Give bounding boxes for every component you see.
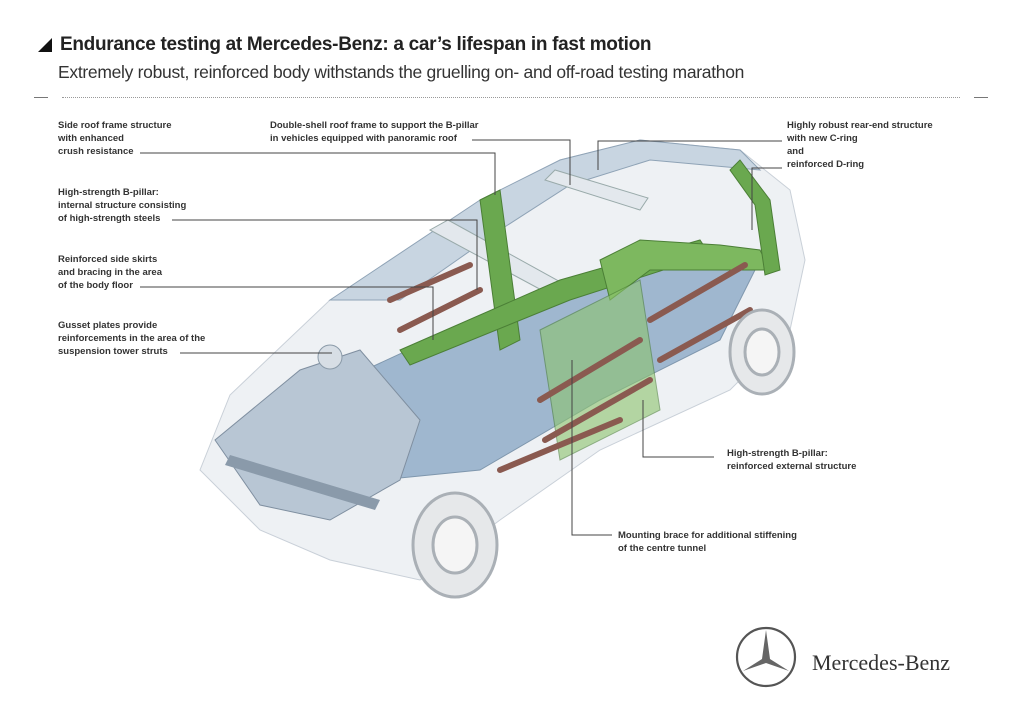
leader-mounting-brace: [571, 360, 612, 536]
c-ring-green: [729, 159, 781, 276]
suspension-tower: [317, 344, 343, 370]
wheels: [411, 308, 796, 599]
page-subtitle: Extremely robust, reinforced body withst…: [58, 62, 745, 82]
leader-lines: [140, 139, 782, 536]
callout-mounting-brace: Mounting brace for additional stiffening…: [618, 530, 797, 554]
side-frame-green: [539, 279, 661, 461]
leader-b-pillar-internal: [172, 219, 478, 290]
title-triangle-icon: [38, 38, 52, 52]
title-text: Endurance testing at Mercedes-Benz: a ca…: [60, 34, 652, 55]
front-crossmember: [225, 455, 380, 510]
leader-rear-c-ring: [597, 140, 782, 170]
leader-side-skirts: [140, 286, 434, 340]
page-title: Endurance testing at Mercedes-Benz: a ca…: [38, 34, 652, 56]
leader-b-pillar-external: [642, 400, 714, 458]
leader-side-roof: [140, 152, 496, 195]
roof-crossbar-rear: [544, 169, 649, 211]
callout-b-pillar-external: High-strength B-pillar:reinforced extern…: [727, 448, 857, 472]
callout-b-pillar-internal: High-strength B-pillar:internal structur…: [58, 187, 187, 224]
roof-frame: [328, 139, 762, 301]
leader-rear-d-ring: [751, 167, 782, 230]
brand-name: Mercedes-Benz: [812, 650, 951, 675]
door-beams: [387, 262, 753, 473]
callout-double-shell: Double-shell roof frame to support the B…: [270, 120, 479, 144]
three-pointed-star-icon: [735, 626, 797, 688]
front-structure: [214, 349, 421, 521]
leader-double-shell: [472, 139, 571, 185]
